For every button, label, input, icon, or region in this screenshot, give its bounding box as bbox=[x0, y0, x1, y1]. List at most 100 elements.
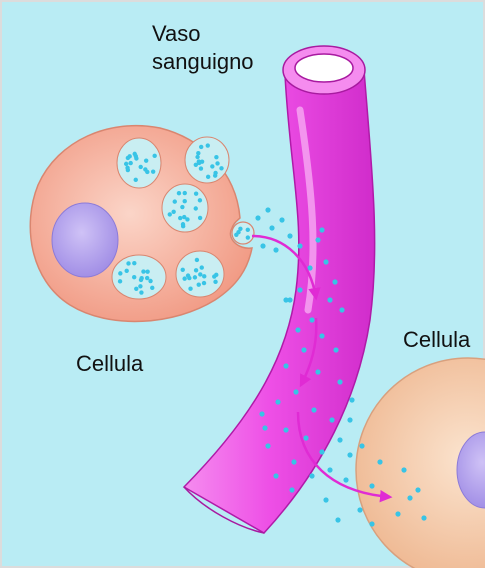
particle-dot bbox=[327, 297, 332, 302]
particle-dot bbox=[202, 281, 206, 285]
particle-dot bbox=[335, 517, 340, 522]
particle-dot bbox=[152, 154, 156, 158]
particle-dot bbox=[124, 162, 128, 166]
particle-dot bbox=[291, 459, 296, 464]
particle-dot bbox=[183, 199, 187, 203]
particle-dot bbox=[283, 363, 288, 368]
particle-dot bbox=[265, 443, 270, 448]
particle-dot bbox=[279, 217, 284, 222]
particle-dot bbox=[180, 205, 184, 209]
particle-dot bbox=[182, 276, 186, 280]
blood-vessel-lumen bbox=[295, 54, 353, 82]
left-cell-label: Cellula bbox=[76, 350, 143, 378]
particle-dot bbox=[323, 497, 328, 502]
particle-dot bbox=[126, 156, 130, 160]
particle-dot bbox=[339, 307, 344, 312]
particle-dot bbox=[377, 459, 382, 464]
particle-dot bbox=[332, 279, 337, 284]
particle-dot bbox=[199, 166, 203, 170]
particle-dot bbox=[319, 449, 324, 454]
particle-dot bbox=[187, 276, 191, 280]
particle-dot bbox=[177, 191, 181, 195]
particle-dot bbox=[198, 198, 202, 202]
particle-dot bbox=[395, 511, 400, 516]
particle-dot bbox=[148, 279, 152, 283]
particle-dot bbox=[194, 206, 198, 210]
particle-dot bbox=[212, 274, 216, 278]
particle-dot bbox=[139, 290, 143, 294]
particle-dot bbox=[315, 369, 320, 374]
particle-dot bbox=[138, 284, 142, 288]
particle-dot bbox=[198, 272, 202, 276]
particle-dot bbox=[315, 237, 320, 242]
particle-dot bbox=[246, 228, 250, 232]
particle-dot bbox=[171, 210, 175, 214]
particle-dot bbox=[132, 261, 136, 265]
particle-dot bbox=[181, 268, 185, 272]
particle-dot bbox=[309, 317, 314, 322]
particle-dot bbox=[151, 169, 155, 173]
particle-dot bbox=[333, 347, 338, 352]
particle-dot bbox=[283, 297, 288, 302]
particle-dot bbox=[255, 215, 260, 220]
particle-dot bbox=[260, 243, 265, 248]
particle-dot bbox=[327, 467, 332, 472]
particle-dot bbox=[265, 207, 270, 212]
particle-dot bbox=[185, 217, 189, 221]
particle-dot bbox=[126, 261, 130, 265]
particle-dot bbox=[118, 279, 122, 283]
particle-dot bbox=[195, 155, 199, 159]
particle-dot bbox=[401, 467, 406, 472]
particle-dot bbox=[139, 165, 143, 169]
particle-dot bbox=[219, 166, 223, 170]
particle-dot bbox=[275, 399, 280, 404]
particle-dot bbox=[126, 168, 130, 172]
particle-dot bbox=[349, 397, 354, 402]
particle-dot bbox=[139, 276, 143, 280]
particle-dot bbox=[289, 487, 294, 492]
particle-dot bbox=[295, 327, 300, 332]
particle-dot bbox=[145, 276, 149, 280]
particle-dot bbox=[141, 269, 145, 273]
particle-dot bbox=[118, 271, 122, 275]
particle-dot bbox=[206, 175, 210, 179]
particle-dot bbox=[194, 191, 198, 195]
particle-dot bbox=[273, 247, 278, 252]
particle-dot bbox=[319, 333, 324, 338]
particle-dot bbox=[144, 158, 148, 162]
particle-dot bbox=[197, 282, 201, 286]
particle-dot bbox=[297, 287, 302, 292]
particle-dot bbox=[210, 164, 214, 168]
particle-dot bbox=[213, 280, 217, 284]
particle-dot bbox=[259, 411, 264, 416]
particle-dot bbox=[134, 178, 138, 182]
particle-dot bbox=[132, 275, 136, 279]
particle-dot bbox=[198, 216, 202, 220]
particle-dot bbox=[329, 417, 334, 422]
left-cell-nucleus bbox=[52, 203, 118, 277]
particle-dot bbox=[196, 151, 200, 155]
particle-dot bbox=[301, 347, 306, 352]
particle-dot bbox=[337, 437, 342, 442]
particle-dot bbox=[168, 212, 172, 216]
particle-dot bbox=[202, 274, 206, 278]
right-cell-label: Cellula bbox=[403, 326, 470, 354]
blood-vessel-label: Vaso sanguigno bbox=[152, 20, 254, 76]
particle-dot bbox=[369, 521, 374, 526]
particle-dot bbox=[347, 417, 352, 422]
particle-dot bbox=[150, 286, 154, 290]
particle-dot bbox=[311, 407, 316, 412]
left-cell bbox=[30, 126, 254, 322]
particle-dot bbox=[206, 143, 210, 147]
vesicle-4 bbox=[112, 255, 166, 299]
particle-dot bbox=[128, 161, 132, 165]
particle-dot bbox=[183, 191, 187, 195]
particle-dot bbox=[195, 258, 199, 262]
particle-dot bbox=[238, 227, 242, 231]
particle-dot bbox=[273, 473, 278, 478]
particle-dot bbox=[214, 155, 218, 159]
particle-dot bbox=[193, 275, 197, 279]
particle-dot bbox=[343, 477, 348, 482]
particle-dot bbox=[269, 225, 274, 230]
particle-dot bbox=[213, 171, 217, 175]
